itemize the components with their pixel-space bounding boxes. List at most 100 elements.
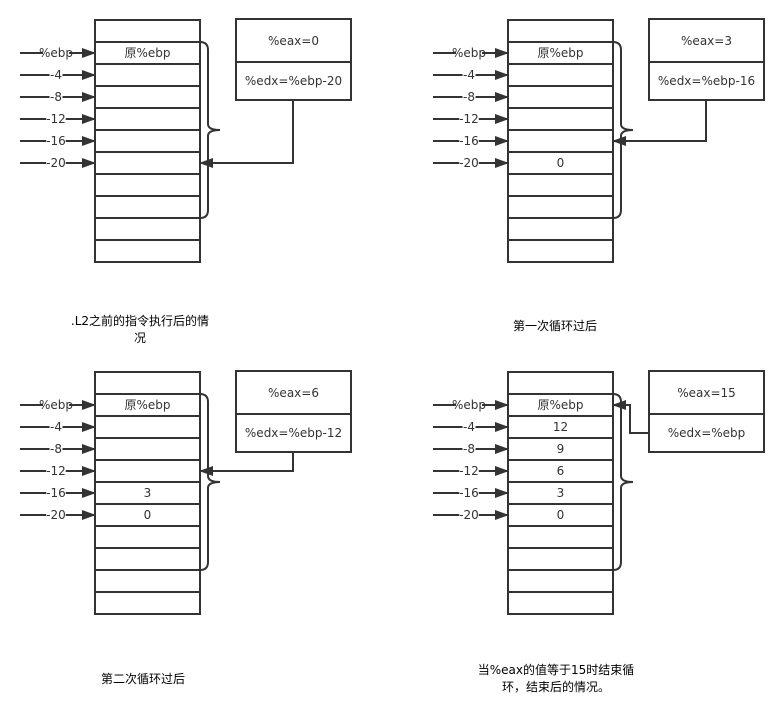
- stack-cell: [94, 195, 201, 219]
- offset-label: -8: [50, 90, 62, 104]
- offset-label: %ebp: [452, 398, 486, 412]
- edx-value: %edx=%ebp-20: [245, 74, 342, 88]
- stack-cell-value: 0: [557, 156, 565, 170]
- caption-line: 当%eax的值等于15时结束循: [477, 663, 635, 677]
- caption-line: 第二次循环过后: [100, 672, 185, 686]
- offset-label: -4: [50, 420, 62, 434]
- offset-label: %ebp: [39, 46, 73, 60]
- stack-cell: [94, 63, 201, 87]
- stack-cell: [507, 239, 614, 263]
- stack-cell-value: 0: [144, 508, 152, 522]
- stack-cell: [94, 19, 201, 43]
- offset-label: -8: [463, 442, 475, 456]
- offset-label: -20: [46, 508, 66, 522]
- stack-cell-value: 0: [557, 508, 565, 522]
- offset-label: -16: [459, 134, 479, 148]
- stack-cell-value: 6: [557, 464, 565, 478]
- stack-cell-value: 原%ebp: [537, 46, 583, 60]
- offset-label: -12: [459, 112, 479, 126]
- stack-cell-value: 3: [557, 486, 565, 500]
- offset-label: -16: [459, 486, 479, 500]
- offset-label: -20: [459, 508, 479, 522]
- stack-cell: [507, 525, 614, 549]
- panel-before-loop: 原%ebp %ebp -4 -8 -12 -16 -20 %eax=0 %edx=%ebp-20: [20, 18, 352, 263]
- stack-cell: [94, 591, 201, 615]
- caption-line: 环，结束后的情况。: [501, 680, 610, 694]
- stack-cell-value: 3: [144, 486, 152, 500]
- eax-value: %eax=15: [677, 386, 736, 400]
- stack-cell: [507, 173, 614, 197]
- frame-brace: [199, 393, 221, 571]
- offset-label: -20: [46, 156, 66, 170]
- offset-label: -16: [46, 486, 66, 500]
- panel-end-of-loop: 原%ebp 12 9 6 3 0 %ebp -4 -8 -12 -16 -20 %eax=15 %edx=…: [433, 370, 765, 615]
- panel-caption: .L2之前的指令执行后的情况: [50, 313, 230, 347]
- stack-cell: [507, 371, 614, 395]
- edx-pointer-arrow: [199, 100, 294, 168]
- offset-label: -4: [50, 68, 62, 82]
- stack-cell: [507, 63, 614, 87]
- offset-label: %ebp: [452, 46, 486, 60]
- panel-after-first-loop: 原%ebp 0 %ebp -4 -8 -12 -16 -20 %eax=3 %edx=%ebp-1…: [433, 18, 765, 263]
- edx-value: %edx=%ebp-12: [245, 426, 342, 440]
- stack-cell: [507, 569, 614, 593]
- edx-pointer-arrow: [199, 452, 294, 476]
- panel-caption: 第一次循环过后: [465, 318, 645, 335]
- stack-cell-value: 9: [557, 442, 565, 456]
- edx-pointer-arrow: [612, 100, 707, 146]
- panel-caption: 第二次循环过后: [53, 671, 233, 688]
- caption-line: 况: [133, 331, 146, 345]
- stack-cell: [94, 371, 201, 395]
- eax-value: %eax=0: [268, 34, 319, 48]
- stack-cell: [507, 19, 614, 43]
- offset-label: -4: [463, 68, 475, 82]
- stack-cell: [94, 569, 201, 593]
- panel-after-second-loop: 原%ebp 3 0 %ebp -4 -8 -12 -16 -20 %eax=6 %edx=%ebp-…: [20, 370, 352, 615]
- offset-label: -12: [46, 112, 66, 126]
- offset-label: -12: [46, 464, 66, 478]
- offset-label: -8: [463, 90, 475, 104]
- edx-value: %edx=%ebp: [668, 426, 746, 440]
- stack-cell-value: 原%ebp: [124, 398, 170, 412]
- stack-cell: [94, 547, 201, 571]
- edx-value: %edx=%ebp-16: [658, 74, 755, 88]
- stack-cell: [507, 129, 614, 153]
- edx-register-box: [235, 61, 352, 101]
- stack-cell-value: 原%ebp: [537, 398, 583, 412]
- stack-cell: [94, 85, 201, 109]
- offset-label: -20: [459, 156, 479, 170]
- stack-cell: [94, 173, 201, 197]
- stack-cell: [507, 591, 614, 615]
- stack-cell: [94, 151, 201, 175]
- stack-cell-value: 12: [553, 420, 568, 434]
- stack-cell: [507, 195, 614, 219]
- frame-brace: [612, 41, 634, 219]
- stack-cell: [507, 107, 614, 131]
- stack-cell: [94, 459, 201, 483]
- stack-cell: [507, 547, 614, 571]
- stack-cell-value: 原%ebp: [124, 46, 170, 60]
- frame-brace: [199, 41, 221, 219]
- eax-value: %eax=3: [681, 34, 732, 48]
- stack-cell: [94, 415, 201, 439]
- stack-cell: [94, 217, 201, 241]
- stack-cell: [94, 525, 201, 549]
- stack-cell: [507, 85, 614, 109]
- caption-line: .L2之前的指令执行后的情: [70, 314, 210, 328]
- stack-cell: [94, 129, 201, 153]
- panel-caption: 当%eax的值等于15时结束循环，结束后的情况。: [466, 662, 646, 696]
- offset-label: -8: [50, 442, 62, 456]
- eax-register-box: [648, 370, 765, 415]
- eax-register-box: [235, 18, 352, 63]
- stack-cell: [507, 217, 614, 241]
- caption-line: 第一次循环过后: [512, 319, 597, 333]
- stack-cell: [94, 107, 201, 131]
- offset-label: -16: [46, 134, 66, 148]
- stack-cell: [94, 437, 201, 461]
- eax-value: %eax=6: [268, 386, 319, 400]
- offset-label: %ebp: [39, 398, 73, 412]
- frame-brace: [612, 393, 634, 571]
- offset-label: -4: [463, 420, 475, 434]
- offset-label: -12: [459, 464, 479, 478]
